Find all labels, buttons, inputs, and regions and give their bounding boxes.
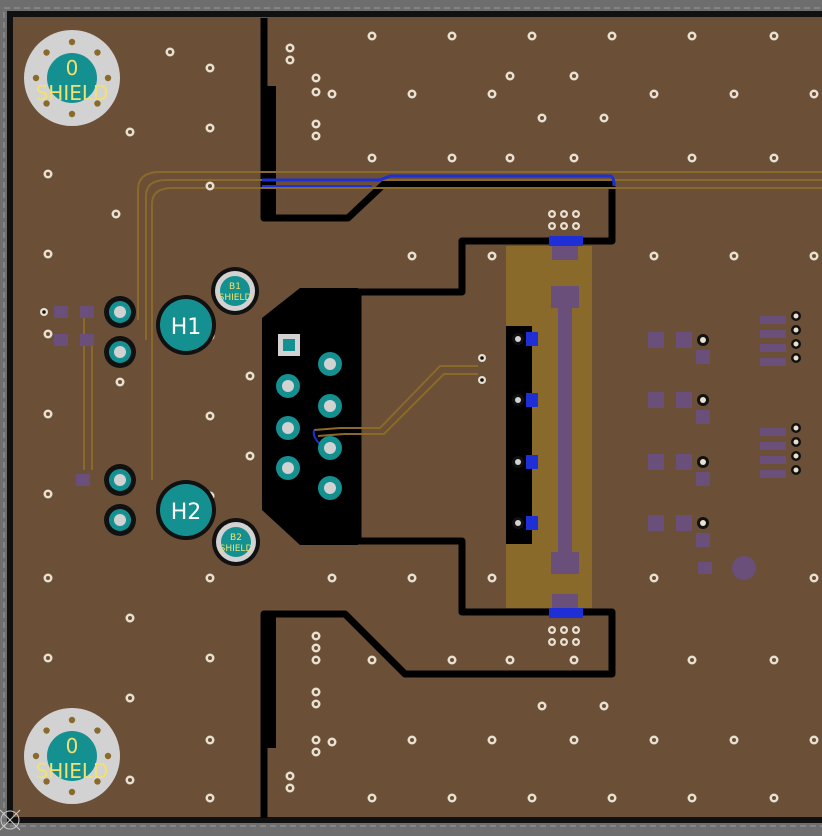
boss-b2 <box>212 518 260 566</box>
mounting-via <box>68 788 76 796</box>
connector-pins <box>276 334 342 500</box>
keepout-bar-bottom <box>262 614 276 748</box>
mounting-hole-bottom-name: SHIELD <box>36 759 109 783</box>
smd-pad <box>676 392 692 408</box>
board-copper-pour <box>7 11 822 823</box>
smd-pad <box>648 515 664 531</box>
ic-pad <box>760 428 786 436</box>
mounting-via <box>94 100 101 107</box>
connector-center-pad-bottom <box>551 552 579 574</box>
edge-pads <box>512 332 538 530</box>
smd-pad <box>676 332 692 348</box>
connector-pin-strip <box>506 326 532 544</box>
connector-blue-pad-bottom <box>549 608 583 618</box>
ic-pad <box>760 358 786 366</box>
test-point-pad <box>732 556 756 580</box>
connector-keepout-block <box>262 288 358 545</box>
mounting-hole-top-name: SHIELD <box>36 81 109 105</box>
hole-h1 <box>156 295 216 355</box>
boss-b2-net: SHIELD <box>220 544 253 554</box>
connector-center-pad-top <box>551 286 579 308</box>
mounting-hole-top <box>24 30 120 126</box>
boss-b2-ref: B2 <box>230 533 242 543</box>
origin-crosshair-icon <box>0 809 21 831</box>
mounting-hole-bottom-net: 0 <box>66 734 79 758</box>
mounting-via <box>68 716 76 724</box>
mounting-via <box>94 727 101 734</box>
hole-h2 <box>156 480 216 540</box>
board-edge-outline <box>3 7 822 827</box>
mounting-via <box>43 49 50 56</box>
mounting-via <box>68 38 76 46</box>
blue-trace-top <box>262 174 616 187</box>
hole-h2-label: H2 <box>171 500 202 525</box>
mounting-via <box>32 74 40 82</box>
hole-h1-label: H1 <box>171 315 202 340</box>
ic-pad <box>760 330 786 338</box>
signal-traces <box>83 171 822 480</box>
via-grid <box>40 31 819 803</box>
mounting-via <box>68 110 76 118</box>
mounting-via <box>104 752 112 760</box>
through-hole-pads <box>104 296 136 536</box>
ic-pad <box>760 316 786 324</box>
ic-pad <box>760 344 786 352</box>
ic-pad <box>760 442 786 450</box>
connector-blue-pad-top <box>549 236 583 246</box>
boss-b1 <box>211 267 259 315</box>
boss-b1-ref: B1 <box>229 282 241 292</box>
boss-b1-net: SHIELD <box>219 293 252 303</box>
mounting-via <box>43 778 50 785</box>
smd-pad <box>676 515 692 531</box>
ic-pad <box>760 470 786 478</box>
smd-pad <box>648 392 664 408</box>
connector-pad-bottom <box>552 594 578 608</box>
smd-pad <box>648 332 664 348</box>
mounting-via <box>43 100 50 107</box>
mounting-hole-top-net: 0 <box>66 56 79 80</box>
smd-pads-left <box>54 306 94 486</box>
mounting-via <box>94 49 101 56</box>
connector-pad-top <box>552 246 578 260</box>
connector-center-trace <box>558 296 572 566</box>
keepout-bar-top <box>262 86 276 218</box>
right-side-components <box>648 311 801 580</box>
mounting-via <box>104 74 112 82</box>
mounting-via <box>43 727 50 734</box>
mounting-hole-bottom <box>24 708 120 804</box>
smd-pad <box>648 454 664 470</box>
smd-pad <box>676 454 692 470</box>
mounting-via <box>94 778 101 785</box>
ic-pad <box>760 456 786 464</box>
mounting-via <box>32 752 40 760</box>
